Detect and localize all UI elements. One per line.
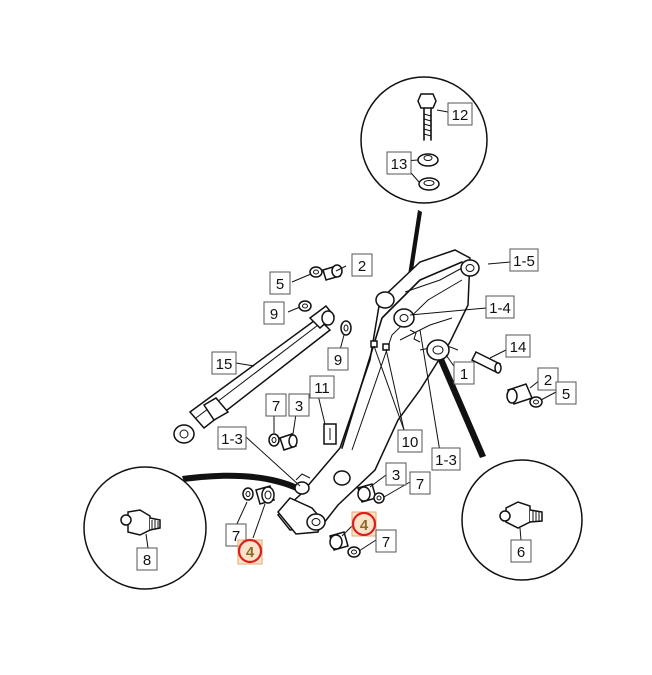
svg-text:1-4: 1-4 [489,300,511,317]
svg-text:7: 7 [416,476,424,493]
hydraulic-cylinder [173,304,336,444]
svg-text:10: 10 [402,434,419,451]
callout-7-mid: 7 [265,393,287,417]
svg-text:7: 7 [382,534,390,551]
callout-7-low-right: 7 [409,471,431,495]
svg-text:2: 2 [544,372,552,389]
leader-lines [235,261,557,552]
callout-1-3-right: 1-3 [431,447,461,471]
svg-text:2: 2 [358,258,366,275]
svg-text:1-3: 1-3 [221,431,243,448]
svg-text:15: 15 [216,356,233,373]
callout-5-top: 5 [269,271,291,295]
svg-text:14: 14 [510,339,527,356]
svg-text:4: 4 [246,544,255,561]
detail-grease-nipple-circle-right [461,459,583,581]
svg-text:6: 6 [517,544,525,561]
callout-8: 8 [136,547,158,571]
svg-text:1: 1 [460,366,468,383]
svg-text:9: 9 [270,306,278,323]
svg-text:7: 7 [232,528,240,545]
callout-12: 12 [447,102,473,126]
svg-text:4: 4 [360,517,369,534]
callout-3-low: 3 [385,462,407,486]
detail-grease-nipple-circle-left [83,466,207,590]
callout-2-top: 2 [351,253,373,277]
callout-13: 13 [386,151,412,175]
callout-11: 11 [309,375,335,399]
callout-1-5: 1-5 [509,248,539,272]
svg-text:8: 8 [143,552,151,569]
svg-text:3: 3 [295,398,303,415]
callout-4-highlighted-left: 4 [237,538,263,565]
callout-4-highlighted-right: 4 [351,511,377,537]
svg-text:9: 9 [334,352,342,369]
svg-text:1-3: 1-3 [435,452,457,469]
svg-text:1-5: 1-5 [513,253,535,270]
svg-text:5: 5 [562,386,570,403]
callout-2-right: 2 [537,367,559,391]
callout-15: 15 [211,351,237,375]
svg-text:5: 5 [276,276,284,293]
callout-9-left: 9 [263,301,285,325]
callout-1: 1 [453,361,475,385]
callout-3-mid: 3 [288,393,310,417]
leader-band-left [182,472,300,492]
svg-text:11: 11 [314,380,330,397]
dipper-arm [276,249,480,535]
callout-14: 14 [505,334,531,358]
svg-text:13: 13 [391,156,408,173]
detail-bolt-nut-circle [360,76,488,204]
callout-7-bottom: 7 [375,529,397,553]
callout-5-right: 5 [555,381,577,405]
svg-text:7: 7 [272,398,280,415]
callout-9-right: 9 [327,347,349,371]
leader-band-right [436,354,486,458]
svg-text:3: 3 [392,467,400,484]
leader-band-top [406,210,422,290]
callout-10: 10 [397,429,423,453]
callout-6: 6 [510,539,532,563]
callout-1-4: 1-4 [485,295,515,319]
svg-text:12: 12 [452,107,469,124]
callout-1-3-left: 1-3 [217,426,247,450]
